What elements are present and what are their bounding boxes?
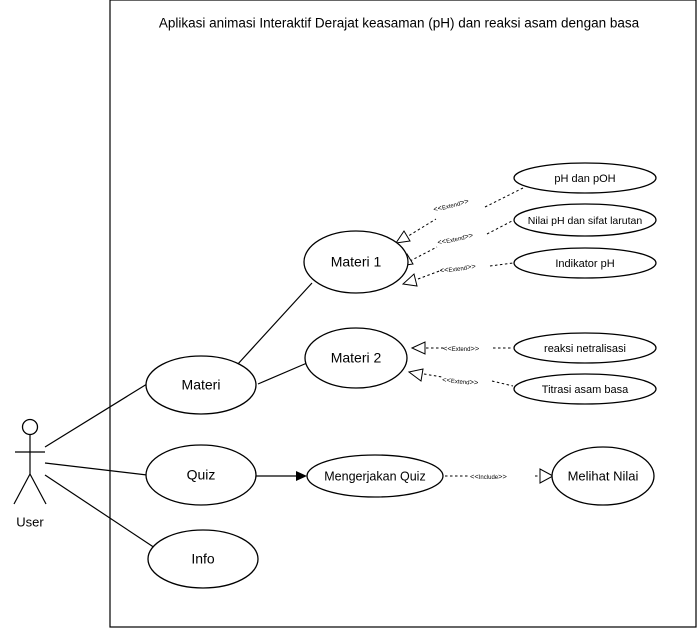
extend-line-indikator-ph bbox=[417, 262, 514, 280]
use-case-indikator-ph[interactable]: Indikator pH bbox=[513, 247, 657, 279]
extend-label-titrasi: <<Extend>> bbox=[442, 375, 479, 387]
extend-arrowhead-titrasi bbox=[407, 368, 424, 382]
extend-label-nilai-ph: <<Extend>> bbox=[437, 230, 475, 246]
use-case-reaksi-netralisasi[interactable]: reaksi netralisasi bbox=[513, 332, 657, 364]
association-user-info bbox=[44, 474, 156, 549]
use-case-label: Indikator pH bbox=[555, 258, 614, 270]
system-title: Aplikasi animasi Interaktif Derajat keas… bbox=[159, 16, 640, 31]
use-case-materi-1[interactable]: Materi 1 bbox=[303, 230, 409, 294]
actor-user[interactable]: User bbox=[13, 418, 47, 530]
extend-arrowhead-reaksi-netralisasi bbox=[410, 341, 426, 355]
extend-label-ph-poh: <<Extend>> bbox=[432, 196, 470, 214]
extend-arrowhead-indikator-ph bbox=[401, 273, 418, 287]
use-case-label: Mengerjakan Quiz bbox=[324, 469, 425, 483]
association-arrowhead bbox=[296, 471, 307, 481]
extend-line-titrasi bbox=[423, 373, 514, 387]
actor-label: User bbox=[16, 514, 44, 529]
association-user-materi bbox=[44, 383, 148, 448]
actor-right-leg bbox=[29, 473, 47, 505]
system-boundary bbox=[109, 0, 697, 628]
use-case-info[interactable]: Info bbox=[147, 529, 259, 589]
use-case-ph-dan-poh[interactable]: pH dan pOH bbox=[513, 162, 657, 194]
use-case-nilai-ph[interactable]: Nilai pH dan sifat larutan bbox=[513, 203, 657, 237]
use-case-label: Quiz bbox=[187, 467, 216, 483]
use-case-label: Materi 1 bbox=[331, 254, 382, 270]
use-case-materi[interactable]: Materi bbox=[145, 355, 257, 415]
use-case-label: Nilai pH dan sifat larutan bbox=[528, 215, 643, 227]
use-case-materi-2[interactable]: Materi 2 bbox=[304, 327, 408, 389]
actor-left-leg bbox=[13, 473, 31, 505]
use-case-label: pH dan pOH bbox=[554, 173, 615, 185]
extend-line-ph-poh bbox=[404, 186, 526, 239]
use-case-label: reaksi netralisasi bbox=[544, 343, 626, 355]
use-case-melihat-nilai[interactable]: Melihat Nilai bbox=[551, 446, 655, 506]
use-case-label: Materi 2 bbox=[331, 350, 382, 366]
include-arrowhead bbox=[539, 468, 555, 484]
use-case-mengerjakan-quiz[interactable]: Mengerjakan Quiz bbox=[306, 454, 444, 498]
extend-line-nilai-ph bbox=[409, 220, 513, 262]
use-case-label: Materi bbox=[182, 377, 221, 393]
use-case-label: Melihat Nilai bbox=[568, 468, 639, 483]
association-materi-materi2 bbox=[257, 362, 308, 385]
extend-arrowhead-ph-poh bbox=[394, 230, 411, 244]
actor-head bbox=[21, 418, 39, 436]
association-user-quiz bbox=[44, 462, 148, 476]
use-case-label: Info bbox=[191, 551, 215, 567]
use-case-titrasi-asam-basa[interactable]: Titrasi asam basa bbox=[513, 373, 657, 405]
extend-label-indikator-ph: <<Extend>> bbox=[439, 262, 477, 275]
use-case-label: Titrasi asam basa bbox=[542, 384, 629, 396]
include-label: <<Include>> bbox=[470, 472, 508, 481]
use-case-quiz[interactable]: Quiz bbox=[145, 444, 257, 506]
extend-label-reaksi-netralisasi: <<Extend>> bbox=[443, 344, 480, 353]
association-materi-materi1 bbox=[236, 282, 313, 366]
